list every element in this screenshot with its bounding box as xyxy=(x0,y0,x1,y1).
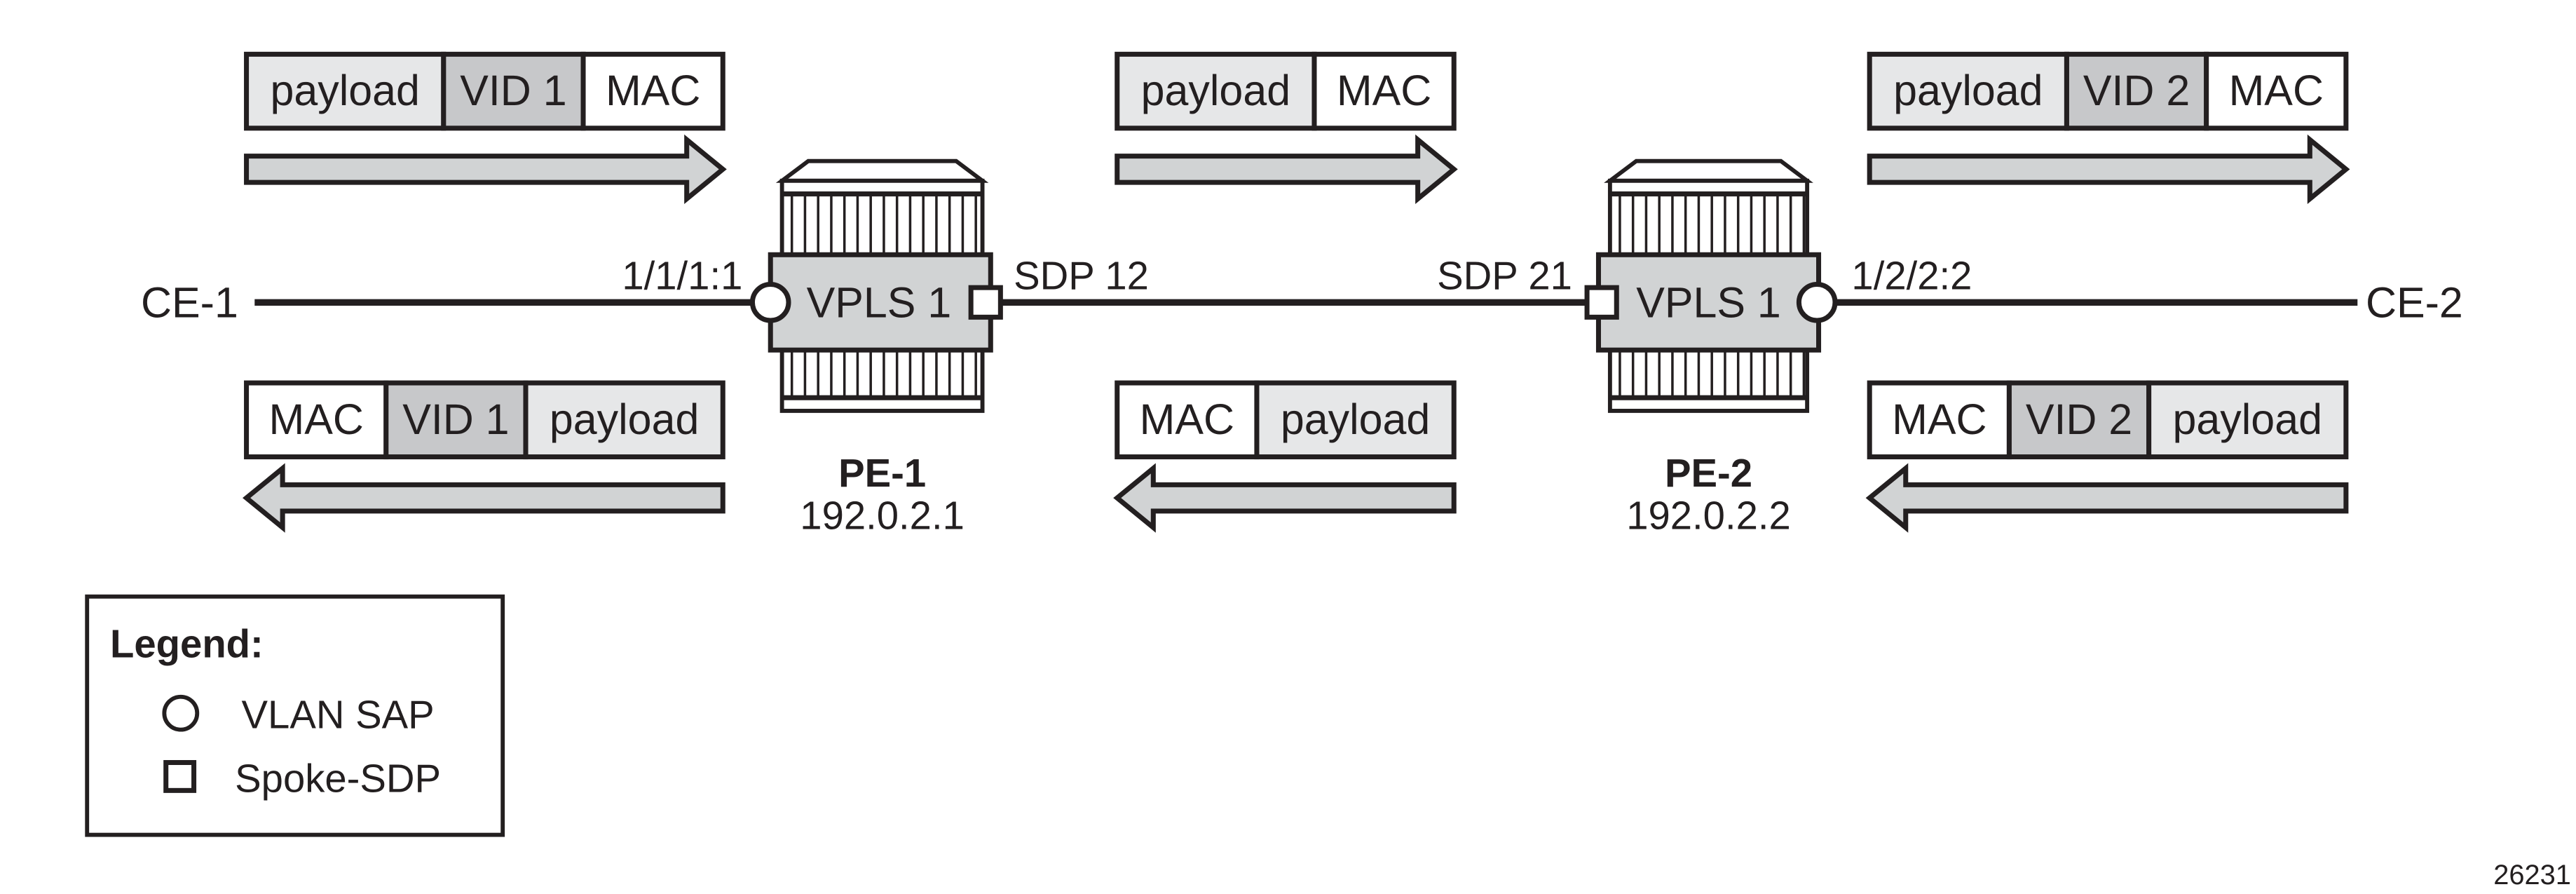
packet-field-label: VID 1 xyxy=(460,67,566,114)
packet-field-label: payload xyxy=(1893,67,2043,114)
ce2-label: CE-2 xyxy=(2366,278,2463,326)
packet-bottom_right: MAC VID 2 payload xyxy=(1865,380,2349,533)
arrow-left-icon xyxy=(243,463,725,533)
legend-square-icon xyxy=(163,759,197,793)
pe2-service-label: VPLS 1 xyxy=(1636,278,1781,326)
packet-field-label: payload xyxy=(1141,67,1290,114)
packet-top_left: payload VID 1 MAC xyxy=(244,51,727,205)
packet-top_mid: payload MAC xyxy=(1115,51,1458,205)
packet-bottom_mid: MAC payload xyxy=(1113,380,1457,533)
arrow-left-icon xyxy=(1113,463,1457,533)
packet-field xyxy=(244,51,447,131)
legend-vlan-sap: VLAN SAP xyxy=(242,692,435,736)
legend-spoke-sdp: Spoke-SDP xyxy=(235,757,441,801)
packet-field-label: VID 2 xyxy=(2083,67,2190,114)
arrow-left-icon xyxy=(1865,463,2349,533)
legend-box xyxy=(85,594,505,837)
pe2-sdp-label: SDP 21 xyxy=(1437,254,1572,298)
packet-bottom_left: MAC VID 1 payload xyxy=(243,380,725,533)
packet-field-label: VID 2 xyxy=(2026,395,2132,443)
packet-field-label: MAC xyxy=(1892,395,1986,443)
packet-field-label: payload xyxy=(1281,395,1430,443)
packet-field xyxy=(383,380,529,460)
pe1-router xyxy=(768,158,993,413)
pe2-sap-label: 1/2/2:2 xyxy=(1851,254,1972,298)
pe2-spoke-sdp-icon xyxy=(1584,285,1619,320)
packet-field-label: VID 1 xyxy=(402,395,509,443)
packet-field-label: MAC xyxy=(606,67,700,114)
ce1-label: CE-1 xyxy=(141,278,238,326)
pe1-spoke-sdp-icon xyxy=(968,285,1003,320)
arrow-right-icon xyxy=(244,134,727,205)
legend-title: Legend: xyxy=(110,622,264,666)
pe1-ip: 192.0.2.1 xyxy=(800,494,965,538)
packet-field xyxy=(523,380,725,460)
packet-field xyxy=(2204,51,2349,131)
pe1-name: PE-1 xyxy=(838,451,926,495)
packet-field xyxy=(244,380,389,460)
legend-circle-icon xyxy=(162,694,200,732)
packet-field-label: MAC xyxy=(268,395,363,443)
packet-field xyxy=(1867,380,2012,460)
packet-field-label: payload xyxy=(270,67,419,114)
packet-field-label: payload xyxy=(2173,395,2322,443)
router-roof xyxy=(775,158,989,183)
packet-field xyxy=(2006,380,2152,460)
packet-field-label: MAC xyxy=(1140,395,1234,443)
packet-field xyxy=(580,51,725,131)
packet-field xyxy=(1311,51,1457,131)
packet-field xyxy=(1254,380,1457,460)
pe1-service-label: VPLS 1 xyxy=(807,278,952,326)
packet-field-label: MAC xyxy=(2229,67,2324,114)
packet-top_right: payload VID 2 MAC xyxy=(1867,51,2350,205)
pe2-ip: 192.0.2.2 xyxy=(1626,494,1791,538)
pe1-sdp-label: SDP 12 xyxy=(1014,254,1149,298)
pe1-vlan-sap-icon xyxy=(749,281,791,323)
packet-field xyxy=(1867,51,2069,131)
pe1-sap-label: 1/1/1:1 xyxy=(622,254,742,298)
router-roof xyxy=(1604,158,1813,183)
packet-field xyxy=(1115,380,1260,460)
packet-field xyxy=(2146,380,2349,460)
packet-field-label: MAC xyxy=(1337,67,1431,114)
arrow-right-icon xyxy=(1867,134,2350,205)
packet-field-label: payload xyxy=(550,395,699,443)
pe2-vlan-sap-icon xyxy=(1796,281,1838,323)
router-service-box xyxy=(1595,252,1822,353)
pe2-name: PE-2 xyxy=(1665,451,1752,495)
figure-id: 26231 xyxy=(2493,860,2571,890)
arrow-right-icon xyxy=(1115,134,1458,205)
